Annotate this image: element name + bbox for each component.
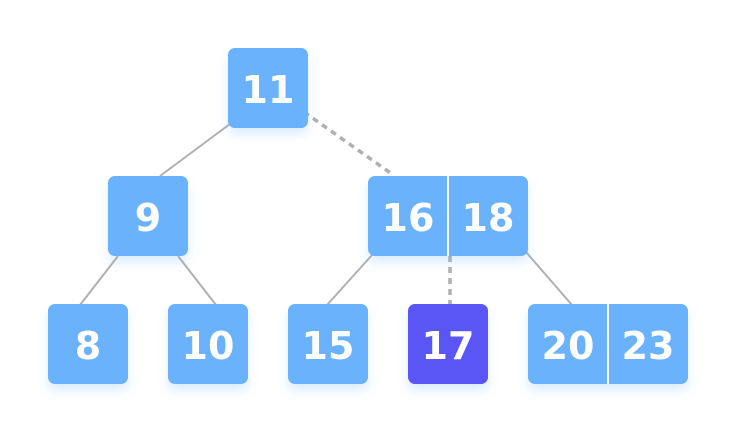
node-key-16: 16 [382, 196, 435, 240]
node-key-10: 10 [182, 324, 235, 368]
tree-node-8: 8 [48, 304, 128, 384]
node-box [168, 304, 248, 384]
tree-node-9: 9 [108, 176, 188, 256]
edge-n16-18-to-n15 [326, 254, 373, 306]
node-box [108, 176, 188, 256]
node-box [288, 304, 368, 384]
edge-n11-to-n16-18 [302, 110, 394, 176]
node-key-8: 8 [75, 324, 101, 368]
edge-n11-to-n9 [159, 117, 239, 177]
node-key-11: 11 [242, 68, 295, 112]
edge-n9-to-n10 [177, 255, 217, 306]
node-key-17: 17 [422, 324, 475, 368]
node-box [48, 304, 128, 384]
edges [79, 110, 573, 306]
tree-node-17: 17 [408, 304, 488, 384]
tree-node-10: 10 [168, 304, 248, 384]
node-key-18: 18 [462, 196, 515, 240]
edge-n9-to-n8 [79, 255, 119, 306]
node-key-23: 23 [622, 324, 675, 368]
node-box [408, 304, 488, 384]
tree-node-11: 11 [228, 48, 308, 128]
node-key-20: 20 [542, 324, 595, 368]
edge-n16-18-to-n20-23 [525, 251, 573, 306]
node-key-9: 9 [135, 196, 161, 240]
tree-node-15: 15 [288, 304, 368, 384]
node-box [228, 48, 308, 128]
node-key-15: 15 [302, 324, 355, 368]
